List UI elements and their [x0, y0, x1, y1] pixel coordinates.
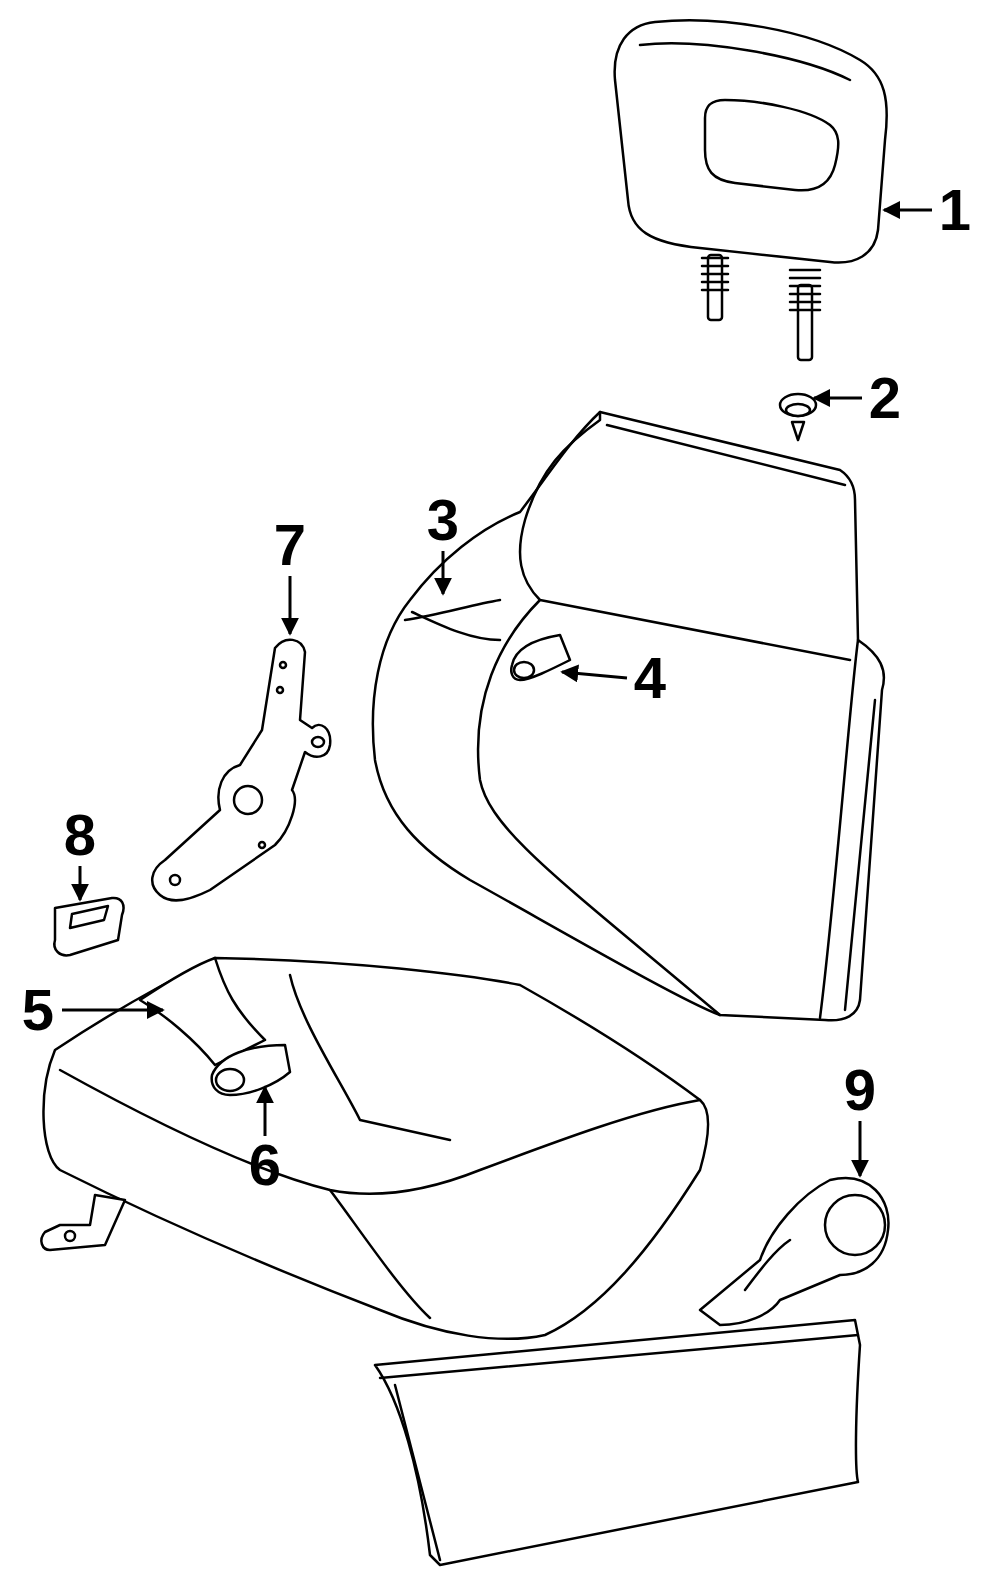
callout-number: 9 — [844, 1061, 876, 1119]
leader-arrow — [562, 672, 627, 678]
leader-arrow — [884, 209, 932, 212]
callout-number: 8 — [64, 806, 96, 864]
callout-number: 3 — [427, 491, 459, 549]
recliner-hole — [280, 662, 286, 668]
trim-ring — [212, 1045, 290, 1095]
seatback — [373, 412, 884, 1020]
headrest-edge — [640, 43, 850, 80]
leader-arrow — [814, 397, 862, 400]
seat-bracket — [41, 1195, 125, 1250]
recliner-hole — [170, 875, 180, 885]
recliner-hole — [277, 687, 283, 693]
seatback-seam — [607, 425, 845, 485]
hinge-cover — [54, 898, 123, 955]
recliner-hole — [312, 737, 324, 747]
recliner-hinge — [152, 640, 330, 901]
callout-number: 1 — [939, 181, 971, 239]
callout-number: 5 — [22, 981, 54, 1039]
seat-cushion — [44, 958, 709, 1339]
recliner-pivot — [234, 786, 262, 814]
bracket-hole — [65, 1231, 75, 1241]
recliner-hole — [259, 842, 265, 848]
headrest — [615, 20, 887, 262]
seatback-seam — [478, 412, 875, 1018]
trim-ring — [511, 635, 570, 680]
callout-number: 7 — [274, 516, 306, 574]
seat-track-arm — [700, 1178, 888, 1325]
callout-number: 6 — [249, 1136, 281, 1194]
leader-arrow — [79, 866, 82, 900]
trim-ring — [514, 662, 534, 678]
leader-arrow — [289, 576, 292, 634]
cover-strip — [405, 600, 500, 620]
headrest-post — [702, 255, 820, 360]
seat-track-pivot — [825, 1195, 885, 1255]
leader-arrow — [264, 1087, 267, 1136]
cushion-seam — [290, 975, 450, 1140]
seat-track-slot — [745, 1240, 790, 1290]
leader-arrow — [859, 1121, 862, 1176]
callout-number: 2 — [869, 369, 901, 427]
leader-arrow — [62, 1009, 163, 1012]
cushion-seam — [330, 1190, 430, 1318]
trim-ring — [216, 1069, 244, 1091]
seat-track — [375, 1320, 860, 1565]
callout-number: 4 — [634, 649, 666, 707]
headrest-opening — [705, 100, 838, 190]
guide-clip — [780, 394, 816, 440]
seat-track-edge — [380, 1335, 858, 1560]
hinge-cover-slot — [70, 906, 108, 928]
leader-arrow — [442, 551, 445, 594]
cushion-seam — [60, 1070, 700, 1194]
